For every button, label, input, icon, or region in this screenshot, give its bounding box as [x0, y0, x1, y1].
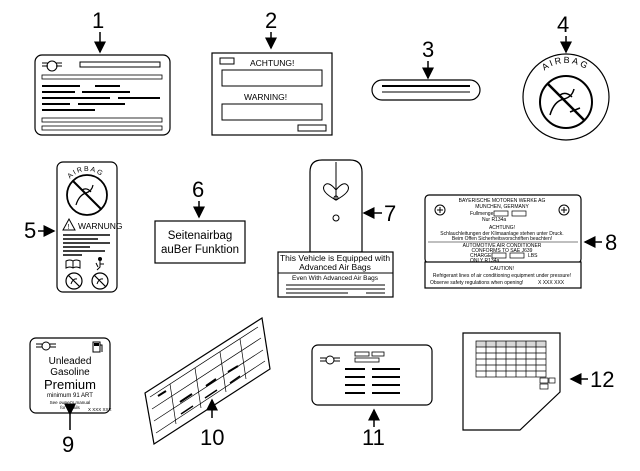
label-10: 10 [144, 316, 271, 450]
callout-2: 2 [265, 8, 277, 33]
label9-l3: Premium [44, 377, 96, 392]
callout-6: 6 [192, 177, 204, 202]
label7-line3: Even With Advanced Air Bags [292, 275, 379, 282]
label8-l14b: X XXX XXX [538, 280, 565, 286]
callout-4: 4 [557, 12, 569, 37]
child-seat-prohibited-icon [91, 272, 109, 290]
mini-logo-icon [42, 60, 62, 72]
label8-l10: CHARGE [470, 253, 492, 259]
label8-l1: BAYERISCHE MOTOREN WERKE AG [459, 198, 546, 204]
label9-l5: See owner's manual [50, 400, 91, 405]
callout-5: 5 [24, 218, 36, 243]
label8-l14: Observe safety regulations when opening! [430, 280, 523, 286]
mini-logo-icon [36, 341, 56, 351]
child-seat-prohibited-icon [65, 272, 83, 290]
label-5: 5 AIRBAG ! WARNUNG [24, 161, 123, 293]
label6-line1: Seitenairbag [168, 230, 233, 242]
label8-l4: Nur R134a [482, 217, 506, 223]
label6-line2: auBer Funktion [161, 244, 239, 256]
airbag-prohibited-icon [66, 174, 108, 216]
manual-book-icon [65, 259, 81, 269]
label9-l4: minimum 91 ART [47, 393, 93, 399]
label8-l8: AUTOMOTIVE AIR CONDITIONER [463, 243, 542, 249]
label-8: 8 BAYERISCHE MOTOREN WERKE AG MUNCHEN, G… [424, 194, 617, 264]
callout-10: 10 [200, 425, 224, 450]
label9-l7: X XXX XXX [88, 407, 112, 412]
heart-tag-icon [323, 162, 349, 222]
callout-7: 7 [384, 201, 396, 226]
callout-11: 11 [362, 425, 385, 450]
label8-l2: MUNCHEN, GERMANY [475, 204, 529, 210]
label-2: 2 ACHTUNG! WARNING! [211, 8, 333, 136]
label8-l5: ACHTUNG! [489, 225, 515, 231]
airbag-prohibited-icon [539, 75, 593, 129]
label-1: 1 [34, 8, 171, 136]
label5-warn: WARNUNG [78, 221, 123, 231]
label8-l11: ONLY R134a [470, 258, 499, 264]
callout-9: 9 [62, 432, 74, 457]
label8-l10u: LBS [528, 253, 538, 259]
child-seat-icon [95, 257, 104, 271]
label8-l3: Fullmenge [470, 211, 494, 217]
warning-triangle-icon: ! [62, 217, 76, 231]
label9-l6: for details [60, 405, 80, 410]
svg-text:!: ! [68, 224, 70, 231]
label8-l7: Beim Offen Sicherheitsvorschriften beach… [452, 236, 552, 242]
callout-1: 1 [92, 8, 104, 33]
label-6: 6 Seitenairbag auBer Funktion [154, 177, 246, 264]
label-9: Unleaded Gasoline Premium minimum 91 ART… [29, 337, 112, 457]
fuel-pump-icon [92, 341, 103, 353]
mini-logo-icon [320, 355, 340, 365]
label2-top: ACHTUNG! [250, 58, 294, 68]
mounting-hole-icon [558, 204, 570, 216]
label8-l6: Schlauchleitungen der Klimaanlage stehen… [440, 231, 563, 237]
label8-l12: CAUTION! [490, 266, 514, 272]
callout-12: 12 [590, 367, 614, 392]
label9-l1: Unleaded [49, 356, 92, 367]
label8-l9: CONFORMS TO SAE J639 [472, 248, 533, 254]
label-8-lower: CAUTION! Refrigerant lines of air condit… [424, 261, 582, 289]
label-3: 3 [371, 37, 481, 101]
label-4: 4 AIRBAG [522, 12, 610, 141]
label7-line2: Advanced Air Bags [299, 262, 371, 272]
label-11: 11 [311, 344, 433, 450]
mounting-hole-icon [434, 204, 446, 216]
label7-line1: This Vehicle is Equipped with [280, 253, 390, 263]
callout-8: 8 [605, 230, 617, 255]
callout-3: 3 [422, 37, 434, 62]
label9-l2: Gasoline [50, 367, 90, 378]
label-12: 12 [462, 332, 614, 431]
label-7: 7 This Vehicle is Equipped with Advanced… [277, 159, 396, 298]
label2-bottom: WARNING! [244, 92, 287, 102]
label8-l13: Refrigerant lines of air conditioning eq… [433, 273, 571, 279]
